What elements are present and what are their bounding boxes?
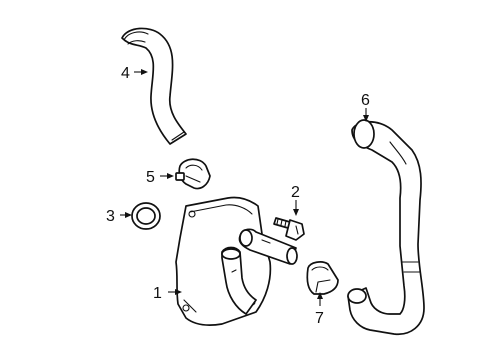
callout-3: 3 <box>106 208 115 225</box>
o-ring-part <box>131 202 161 230</box>
bolt-part <box>273 217 305 241</box>
callout-6: 6 <box>361 92 370 109</box>
callout-1: 1 <box>153 285 162 302</box>
hose-clamp-part <box>306 261 339 295</box>
callout-2: 2 <box>291 184 300 201</box>
upper-hose-part <box>121 27 187 145</box>
clip-bracket-part <box>175 158 211 190</box>
callout-4: 4 <box>121 65 130 82</box>
lower-hose-part <box>347 119 425 336</box>
callout-5: 5 <box>146 169 155 186</box>
callout-7: 7 <box>315 310 324 327</box>
callout-leaders <box>120 69 369 306</box>
oil-cooler-part <box>175 196 298 326</box>
